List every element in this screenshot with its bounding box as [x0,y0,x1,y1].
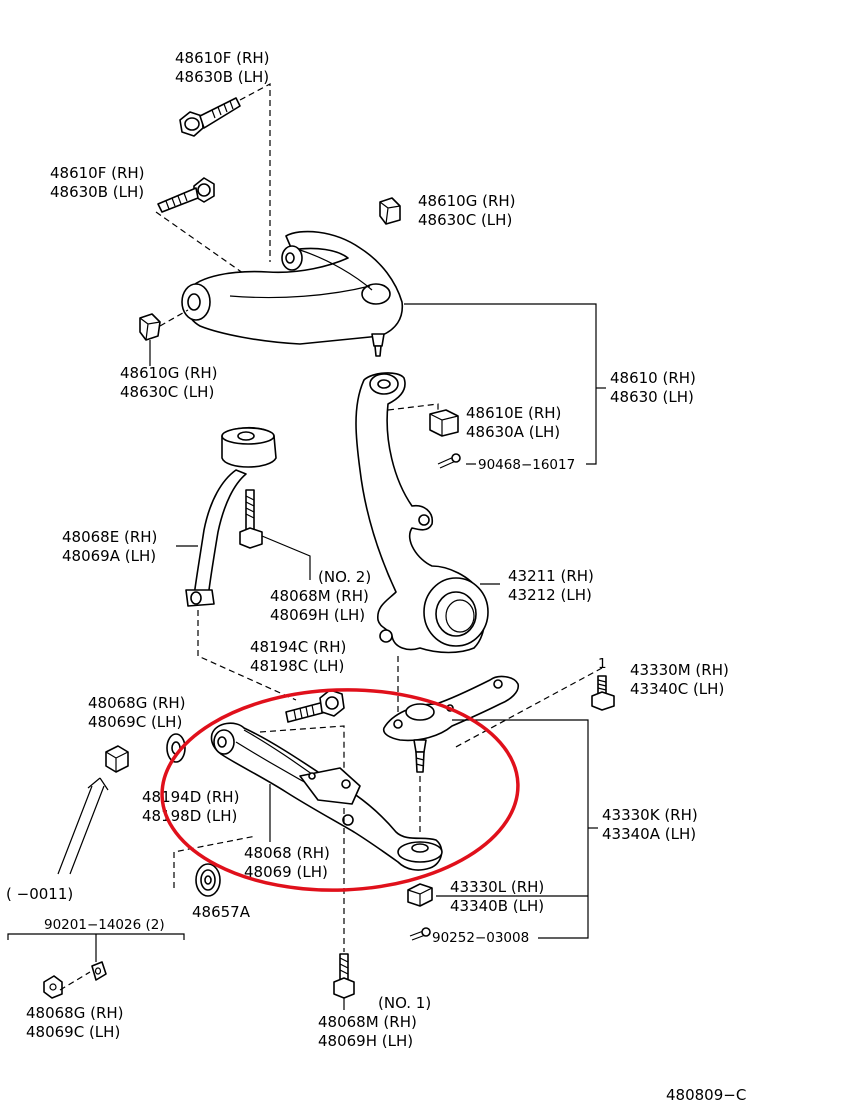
bushing-48610g-right[interactable] [379,197,401,225]
label-bushing-right-rh: 48610G (RH) [418,192,516,210]
label-spacer-part: 90201−14026 (2) [44,917,165,933]
label-bolt-no1-rh: 48068M (RH) [318,1013,417,1031]
label-bolt-no1-lh: 48069H (LH) [318,1032,413,1050]
leader-dash-left-bolt [155,211,251,279]
label-bolt-43330m-lh: 43340C (LH) [630,680,724,698]
leader-dash-bushing-left [159,309,189,327]
bushing-48610g-left[interactable] [139,313,161,341]
label-bolt-no2-lh: 48069H (LH) [270,606,365,624]
nut-48610e[interactable] [429,409,459,437]
label-washer-rh: 48194D (RH) [142,788,239,806]
bolt-48610f-top[interactable] [179,97,241,137]
label-bolt-43330m-rh: 43330M (RH) [630,661,729,679]
label-cotter-lower: 90252−03008 [432,930,529,946]
label-washer-lh: 48198D (LH) [142,807,237,825]
label-nut-48068g-lh: 48069C (LH) [88,713,182,731]
cotter-pin-upper[interactable] [437,453,461,469]
leader-dash-bottom-nut [59,971,91,991]
label-ball-joint-lh: 43340A (LH) [602,825,696,843]
label-knuckle-lh: 43212 (LH) [508,586,592,604]
label-bolt-48194c-rh: 48194C (RH) [250,638,346,656]
spacer-90201[interactable] [91,961,107,981]
label-bushing-48657a: 48657A [192,903,251,921]
label-bolt-48194c-lh: 48198C (LH) [250,657,344,675]
bolt-48610f-left[interactable] [157,177,215,213]
bolt-48068m-no2[interactable] [239,489,263,549]
label-bolt-left-rh: 48610F (RH) [50,164,145,182]
label-date-range: ( −0011) [6,885,73,903]
bolt-48194c[interactable] [285,689,345,723]
ball-joint-43330k[interactable] [382,675,520,773]
leader-dash-top-bolt [239,83,271,262]
arrow-head [87,777,109,791]
marker-1: 1 [598,656,607,672]
label-bushing-right-lh: 48630C (LH) [418,211,512,229]
leader-upper-arm-bracket [404,303,597,465]
leader-ball-joint-bracket [452,719,589,939]
label-nut-upper-rh: 48610E (RH) [466,404,561,422]
label-cotter-upper: 90468−16017 [478,457,575,473]
label-lower-arm-rh: 48068 (RH) [244,844,330,862]
label-bushing-left-lh: 48630C (LH) [120,383,214,401]
label-nut-upper-lh: 48630A (LH) [466,423,560,441]
label-strut-rod-rh: 48068E (RH) [62,528,157,546]
label-lower-arm-lh: 48069 (LH) [244,863,328,881]
label-nut-43330l-lh: 43340B (LH) [450,897,544,915]
leader-dash-bushing-48657a [173,835,257,888]
label-bolt-no2-rh: 48068M (RH) [270,587,369,605]
cotter-pin-lower[interactable] [409,927,431,941]
nut-48068g-bottom[interactable] [43,975,63,999]
nut-43330l[interactable] [407,883,433,907]
label-nut-bottom-lh: 48069C (LH) [26,1023,120,1041]
leader-dash-nut-upper [387,403,439,412]
bolt-48068m-no1[interactable] [333,953,355,999]
leader-dash-strut-to-arm [197,610,297,701]
label-bolt-no1-num: (NO. 1) [378,994,431,1012]
bushing-48657a[interactable] [195,863,221,897]
label-bolt-top-lh: 48630B (LH) [175,68,269,86]
label-bolt-no2-num: (NO. 2) [318,568,371,586]
label-ball-joint-rh: 43330K (RH) [602,806,698,824]
diagram-code: 480809−C [666,1086,746,1104]
label-nut-43330l-rh: 43330L (RH) [450,878,544,896]
label-nut-bottom-rh: 48068G (RH) [26,1004,124,1022]
highlight-circle [160,688,520,892]
label-strut-rod-lh: 48069A (LH) [62,547,156,565]
lower-control-arm[interactable] [210,722,443,871]
nut-48068g[interactable] [105,745,129,773]
steering-knuckle[interactable] [355,372,489,654]
leader-bolt-no2 [261,535,311,580]
label-knuckle-rh: 43211 (RH) [508,567,594,585]
label-upper-arm-rh: 48610 (RH) [610,369,696,387]
label-upper-arm-lh: 48630 (LH) [610,388,694,406]
leader-dash-bolt-43330m [453,667,603,749]
label-bolt-top-rh: 48610F (RH) [175,49,270,67]
arrow-shaft [57,785,105,875]
strut-rod-48068e[interactable] [185,426,277,607]
bolt-43330m[interactable] [591,675,615,711]
label-bushing-left-rh: 48610G (RH) [120,364,218,382]
label-nut-48068g-rh: 48068G (RH) [88,694,186,712]
label-bolt-left-lh: 48630B (LH) [50,183,144,201]
upper-control-arm[interactable] [181,230,404,357]
